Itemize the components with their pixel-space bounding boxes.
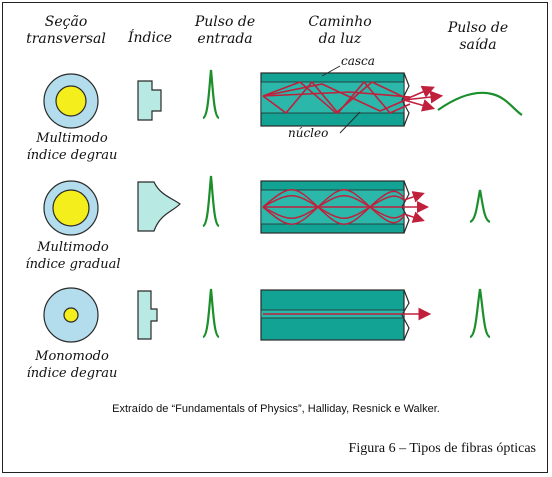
- cross-section-3: [43, 287, 99, 343]
- casca-leader: [321, 65, 341, 77]
- output-pulse-2: [469, 189, 491, 224]
- header-pulso-saida: Pulso de saída: [447, 20, 509, 53]
- nucleo-leader: [339, 111, 361, 134]
- light-rays-1: [262, 80, 444, 115]
- figure-caption: Figura 6 – Tipos de fibras ópticas: [348, 441, 536, 456]
- header-caminho-da-luz: Caminho da luz: [308, 14, 372, 47]
- header-secao-transversal: Seção transversal: [26, 14, 106, 47]
- cross-section-1: [43, 73, 99, 129]
- caption-row-3: Monomodo índice degrau: [26, 349, 118, 381]
- header-pulso-entrada: Pulso de entrada: [194, 14, 256, 47]
- input-pulse-2: [202, 175, 220, 228]
- row-multimodo-degrau: [43, 65, 523, 134]
- row-monomodo-degrau: [43, 287, 491, 343]
- header-indice: Índice: [127, 30, 173, 46]
- caption-row-2: Multimodo índice gradual: [25, 240, 121, 272]
- index-profile-step-3: [137, 290, 158, 340]
- label-nucleo: núcleo: [288, 126, 329, 140]
- caption-row-1: Multimodo índice degrau: [26, 131, 118, 163]
- output-pulse-3: [469, 288, 491, 339]
- index-profile-graded-2: [137, 181, 181, 232]
- index-profile-step-1: [137, 80, 162, 121]
- light-rays-2: [262, 189, 429, 225]
- fiber-3: [260, 289, 410, 341]
- input-pulse-1: [202, 69, 220, 120]
- row-multimodo-gradual: [43, 175, 491, 236]
- label-casca: casca: [341, 54, 375, 68]
- input-pulse-3: [202, 288, 220, 339]
- figure-frame: [2, 2, 548, 473]
- output-pulse-1: [437, 91, 523, 116]
- fiber-1: [260, 72, 410, 127]
- cross-section-2: [43, 180, 99, 236]
- source-citation: Extraído de “Fundamentals of Physics”, H…: [112, 403, 440, 415]
